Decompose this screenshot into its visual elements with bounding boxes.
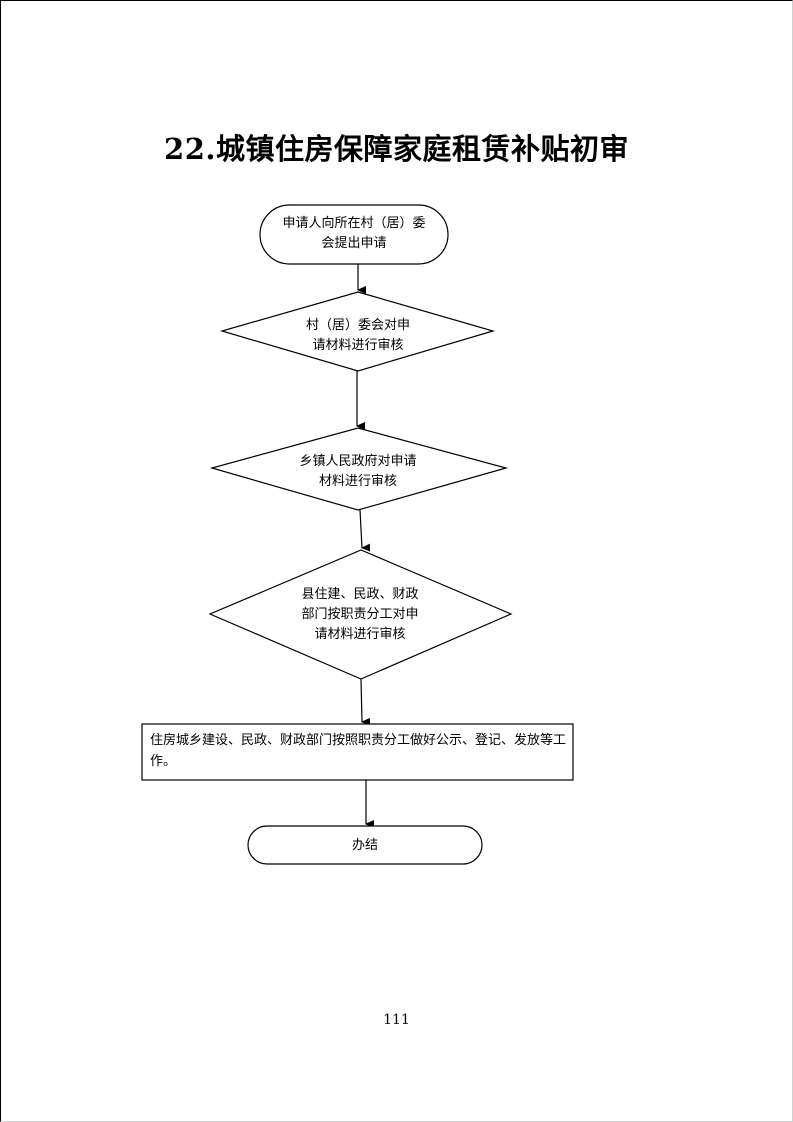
start-line1: 申请人向所在村（居）委 [282, 216, 426, 231]
step3-line1: 县住建、民政、财政 [301, 587, 419, 602]
step1-line1: 村（居）委会对申 [305, 318, 410, 333]
step3-text: 县住建、民政、财政 部门按职责分工对申 请材料进行审核 [270, 585, 450, 645]
start-line2: 会提出申请 [321, 236, 387, 251]
page-number: 111 [383, 1012, 410, 1028]
start-terminator [259, 204, 449, 265]
end-terminator [247, 825, 483, 865]
step2-line1: 乡镇人民政府对申请 [299, 454, 417, 469]
step1-decision [219, 291, 496, 372]
step1-text: 村（居）委会对申 请材料进行审核 [268, 316, 448, 356]
page-title: 22.城镇住房保障家庭租赁补贴初审 [164, 132, 629, 166]
step2-line2: 材料进行审核 [318, 474, 397, 486]
step2-decision [209, 427, 509, 511]
arrow-step2-to-step3 [359, 509, 371, 552]
end-label: 办结 [351, 838, 378, 853]
step4-text: 住房城乡建设、民政、财政部门按照职责分工做好公示、登记、发放等工作。 [150, 733, 567, 769]
start-text: 申请人向所在村（居）委 会提出申请 [262, 214, 446, 254]
step1-line2: 请材料进行审核 [312, 338, 404, 353]
step2-text: 乡镇人民政府对申请 材料进行审核 [268, 452, 448, 486]
step3-line2: 部门按职责分工对申 [301, 607, 419, 622]
step4-process [141, 723, 574, 781]
end-text: 办结 [250, 836, 480, 856]
step3-line3: 请材料进行审核 [314, 627, 406, 642]
arrow-step3-to-step4 [360, 678, 371, 726]
